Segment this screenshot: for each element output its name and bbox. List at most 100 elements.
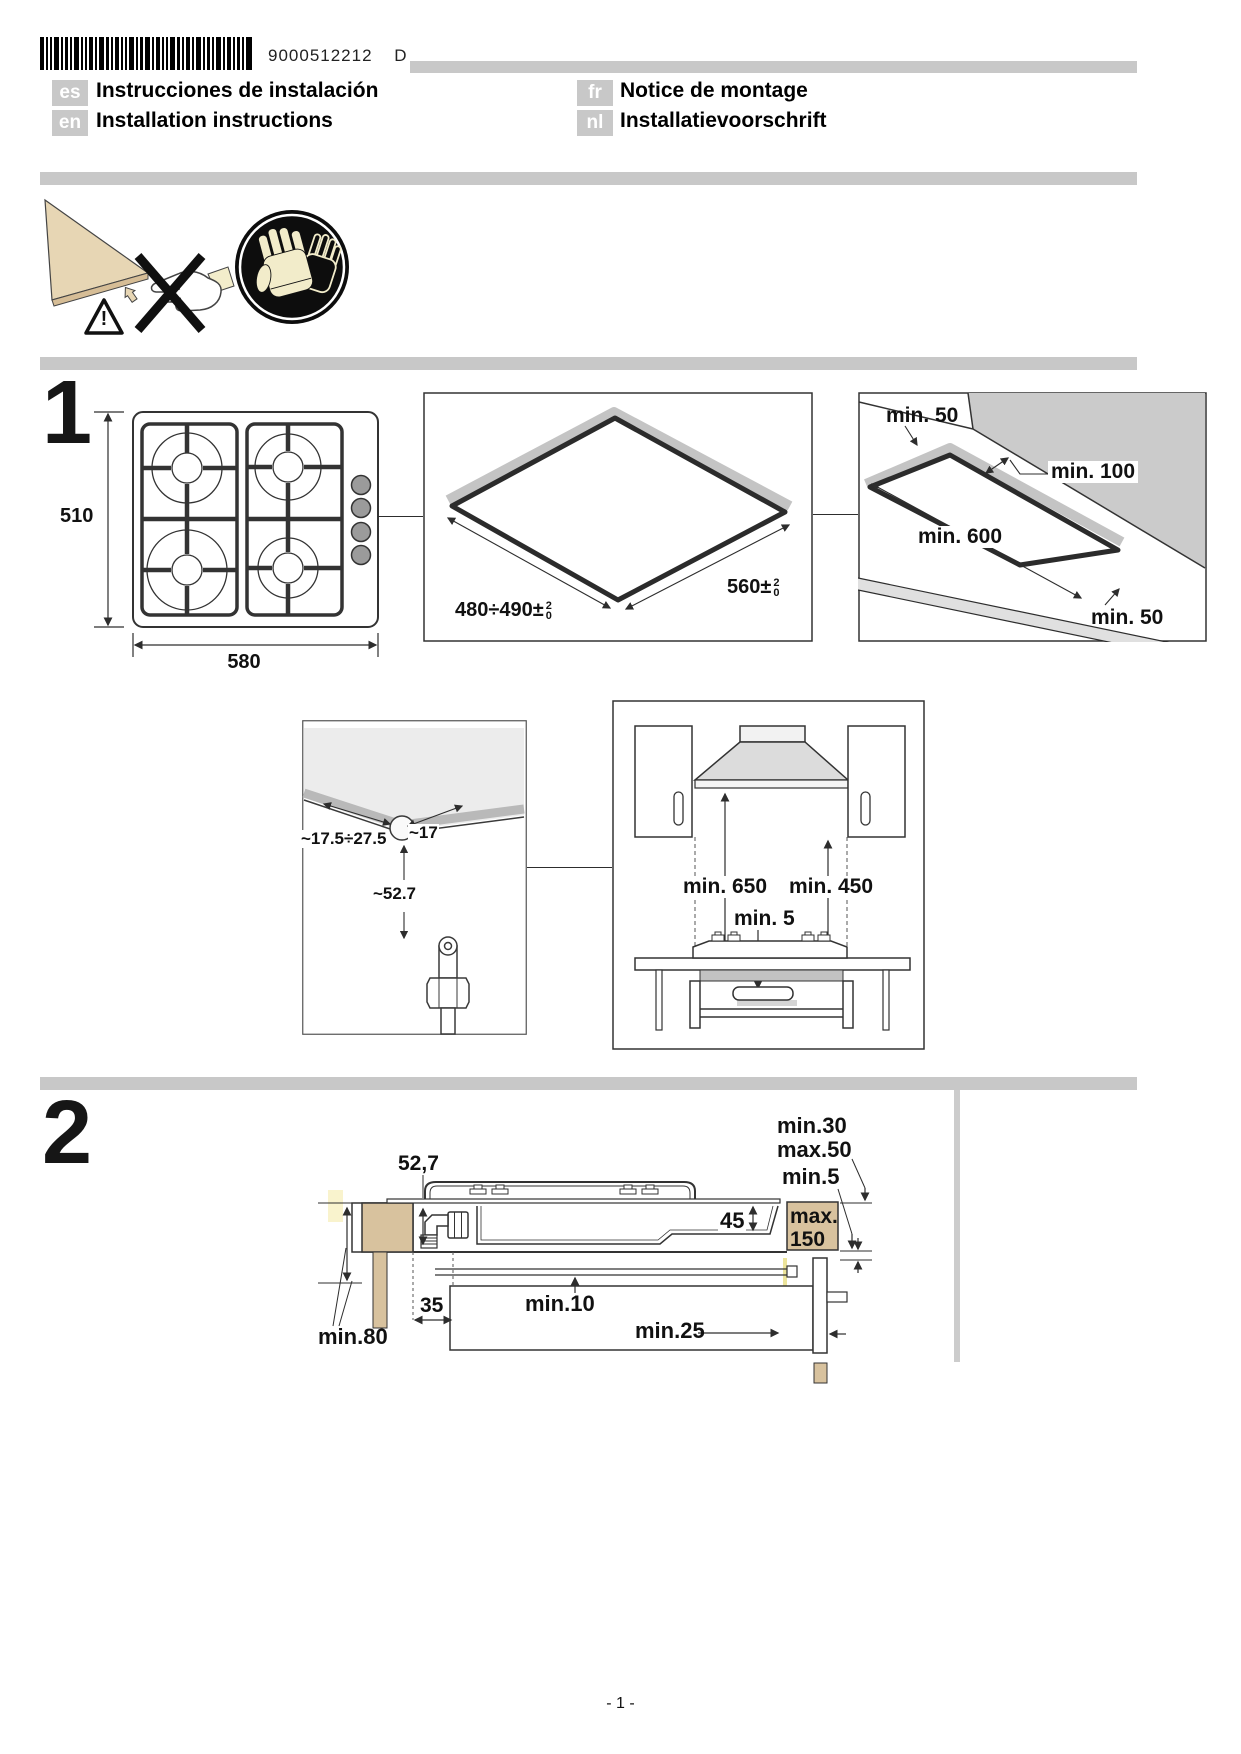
cross-section-diagram <box>318 1158 872 1384</box>
hood-chimney <box>739 725 806 743</box>
dimension-corner <box>406 804 464 828</box>
cabinet-handle-left <box>673 791 684 826</box>
max-150-label: max. 150 <box>790 1205 838 1251</box>
corner-offset-label: ~17 <box>408 823 439 842</box>
cutout-width-min-label: min. 600 <box>915 525 1006 549</box>
max-value: 150 <box>790 1228 826 1251</box>
cutout-diagram <box>423 392 813 642</box>
worktop-edge-band <box>445 407 793 511</box>
wall-cabinet-right <box>847 725 906 838</box>
lang-title-es: Instrucciones de instalación <box>96 79 379 102</box>
hood-rim <box>694 779 849 789</box>
burner-caps <box>469 1184 659 1195</box>
page-number: - 1 - <box>606 1695 635 1712</box>
divider-3 <box>40 1077 1137 1090</box>
control-knobs <box>350 474 372 566</box>
hob-width-label: 580 <box>227 651 261 673</box>
hob-profile <box>692 940 848 959</box>
panel-tab <box>826 1291 848 1303</box>
hood-clearance-diagram <box>612 700 925 1050</box>
divider-2 <box>40 357 1137 370</box>
leader-rear-gap <box>904 425 918 447</box>
connector-depth-label: ~52.7 <box>373 884 417 903</box>
warning-exclamation: ! <box>100 308 108 330</box>
lang-code-fr: fr <box>577 80 613 106</box>
hob-depth-label: 52,7 <box>398 1152 439 1175</box>
divider-1 <box>40 172 1137 185</box>
width-tol-bottom: 0 <box>773 587 780 599</box>
hob-height-label: 510 <box>60 505 94 527</box>
leader-side-gap <box>1009 459 1054 475</box>
hood-clearance-label: min. 650 <box>680 875 771 899</box>
highlight-strip-left <box>328 1190 343 1222</box>
lang-code-nl: nl <box>577 110 613 136</box>
pan-support-bars <box>142 424 342 615</box>
lang-code-es: es <box>52 80 88 106</box>
dimension-580 <box>132 633 379 657</box>
right-rule <box>954 1090 960 1362</box>
leader-front-gap <box>1104 588 1120 606</box>
corner-detail-diagram <box>302 720 527 1035</box>
rear-clearance-label: min.25 <box>635 1318 705 1343</box>
depth-tol-bottom: 0 <box>545 610 552 622</box>
side-gap-label: min. 100 <box>1048 460 1139 484</box>
document-code: 9000512212 D <box>268 46 408 66</box>
cabinet-clearance-label: min. 450 <box>786 875 877 899</box>
hob-plate <box>386 1198 781 1204</box>
side-panel <box>812 1257 828 1354</box>
warning-pictograms <box>44 198 349 335</box>
header-rule <box>410 61 1137 73</box>
worktop-block-left <box>361 1202 414 1253</box>
dimension-width <box>624 524 791 610</box>
lang-title-nl: Installatievoorschrift <box>620 109 827 132</box>
oven-front <box>449 1285 814 1351</box>
front-gap-label: min. 50 <box>1091 606 1164 629</box>
side-clearance-label: min.80 <box>318 1324 388 1349</box>
depth-tol-top: 2 <box>545 600 552 612</box>
gas-elbow <box>420 1211 469 1249</box>
barcode-number: 9000512212 <box>268 46 373 65</box>
dimension-depth <box>446 517 612 609</box>
drawer-clearance-label: min. 5 <box>731 907 798 931</box>
connector-line <box>378 516 423 517</box>
dimension-510 <box>94 411 124 628</box>
cutout-depth-value: 480÷490± <box>455 599 544 621</box>
worktop-max-label: max.50 <box>777 1137 852 1162</box>
cross-out-icon <box>134 253 206 333</box>
lang-code-en: en <box>52 110 88 136</box>
step1-number: 1 <box>42 363 92 463</box>
front-glove <box>255 227 314 298</box>
support-post <box>372 1251 388 1329</box>
worktop <box>634 957 911 971</box>
protective-gloves-icon <box>235 210 349 324</box>
below-clearance-label: min.10 <box>525 1291 595 1316</box>
connector-line <box>813 514 858 515</box>
pan-support-profile <box>424 1181 696 1199</box>
hob-body-below <box>699 969 844 982</box>
max-label: max. <box>790 1205 838 1228</box>
gas-connector <box>426 936 470 1035</box>
rear-gap-label: min. 50 <box>886 404 959 427</box>
clearance-diagram <box>858 392 1207 642</box>
connector-line <box>527 867 612 868</box>
dimension-insertion <box>322 802 392 826</box>
rear-edge-gap-label: min.5 <box>782 1164 840 1189</box>
warning-triangle-icon <box>84 298 124 335</box>
lang-title-en: Installation instructions <box>96 109 333 132</box>
panel-foot <box>813 1362 828 1384</box>
burner-tray <box>476 1205 779 1245</box>
gas-offset-label: 35 <box>420 1294 444 1317</box>
cabinet-handle-right <box>860 791 871 826</box>
step2-number: 2 <box>42 1083 92 1183</box>
burner-caps <box>711 931 831 942</box>
worktop-min-label: min.30 <box>777 1113 847 1138</box>
worktop-block-right <box>786 1201 839 1251</box>
width-tol-top: 2 <box>773 577 780 589</box>
revision-letter: D <box>394 46 408 65</box>
lang-title-fr: Notice de montage <box>620 79 808 102</box>
lift-arrow-icon <box>124 286 138 303</box>
tray-depth-label: 45 <box>718 1208 747 1233</box>
cutout-width-value: 560± <box>727 576 772 598</box>
